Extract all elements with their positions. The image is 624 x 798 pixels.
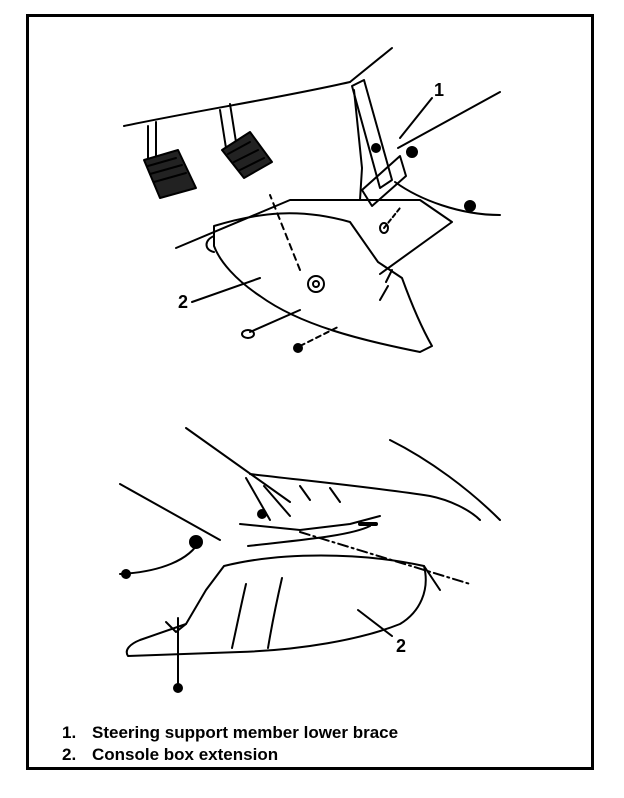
bottom-view (119, 427, 501, 693)
callout-2-top: 2 (178, 292, 189, 312)
leader-1-top (399, 97, 433, 139)
legend-text: Steering support member lower brace (92, 723, 399, 742)
legend-number: 1. (62, 723, 77, 742)
legend-item: 1. Steering support member lower brace (62, 722, 398, 744)
legend-text: Console box extension (92, 745, 279, 764)
legend: 1. Steering support member lower brace 2… (62, 722, 398, 766)
steering-column-edge (349, 47, 393, 83)
legend-item: 2. Console box extension (62, 744, 398, 766)
figure-frame (26, 14, 594, 770)
top-view (123, 47, 501, 353)
brake-pedal (219, 103, 273, 179)
legend-number: 2. (62, 745, 77, 764)
leader-2-bottom (357, 609, 393, 637)
clutch-pedal (143, 121, 197, 199)
dash-panel-edge (123, 81, 351, 127)
console-box-extension-bottom (125, 554, 441, 657)
screw-top-2 (293, 325, 341, 353)
screw-top-1 (241, 309, 301, 339)
leader-2-top (191, 277, 261, 303)
screw-bottom (173, 617, 183, 693)
steering-support-brace (351, 79, 476, 212)
console-box-extension-top (175, 194, 453, 353)
callout-2-bottom: 2 (396, 636, 407, 656)
callout-1-top: 1 (434, 80, 445, 100)
